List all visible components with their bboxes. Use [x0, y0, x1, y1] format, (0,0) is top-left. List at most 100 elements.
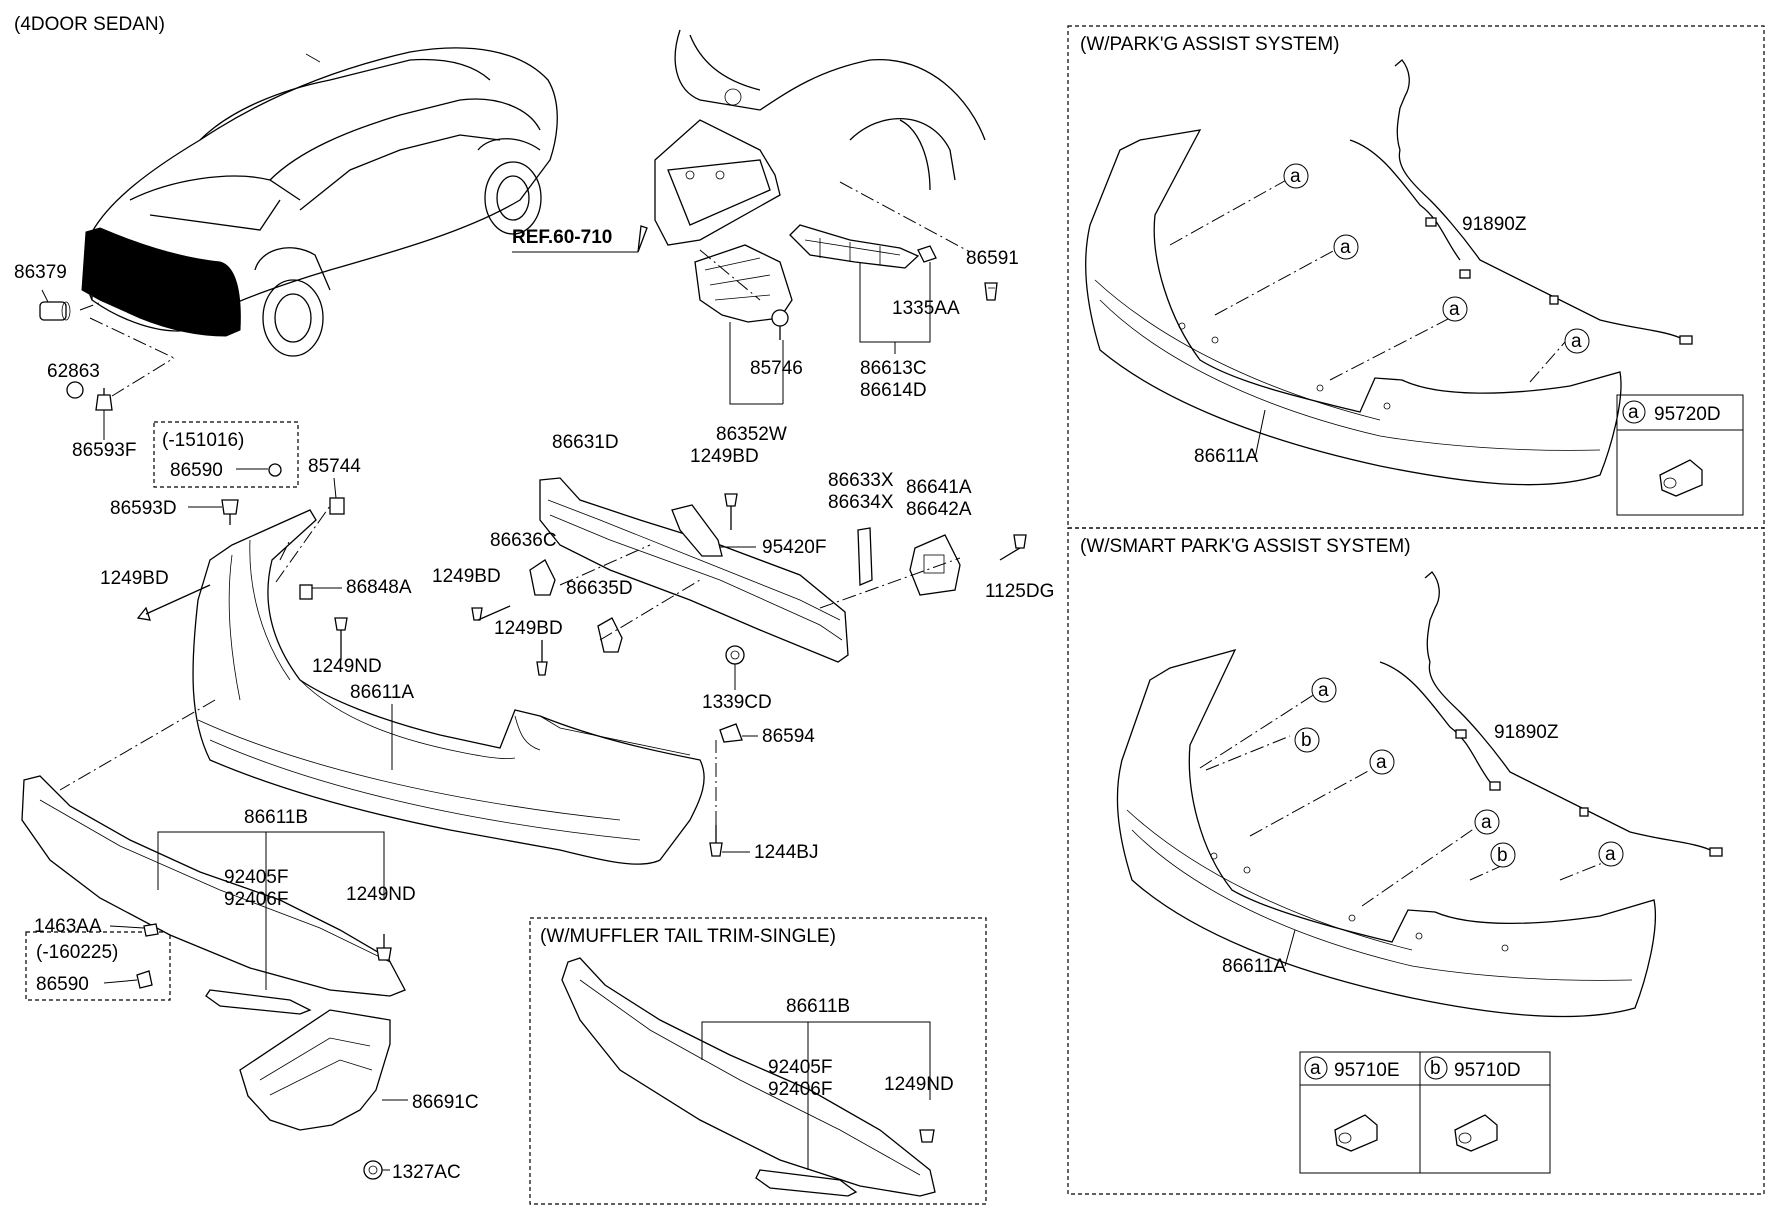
label-92406f-muffler: 92406F: [768, 1079, 832, 1100]
callout-a-park-1-label: a: [1290, 166, 1301, 187]
label-86611b-main: 86611B: [244, 807, 308, 828]
label-92406f-main: 92406F: [224, 889, 288, 910]
label-160225: (-160225): [36, 942, 118, 963]
screw-86593f: [95, 388, 113, 411]
label-1339cd: 1339CD: [702, 692, 772, 713]
callout-a-smart-4-label: a: [1605, 844, 1616, 865]
muffler-panel-frame: [529, 917, 987, 1205]
label-95710e: 95710E: [1334, 1060, 1400, 1081]
label-86611b-muffler: 86611B: [786, 996, 850, 1017]
bumper-highlight: [81, 227, 241, 337]
screw-1249bd-left: [136, 584, 211, 621]
title-4door-sedan: (4DOOR SEDAN): [14, 14, 165, 35]
callout-b-smart-1-label: b: [1301, 730, 1312, 751]
label-95720d: 95720D: [1654, 404, 1721, 425]
reinforcement-beam-86631d: [539, 477, 849, 663]
park-assist-title: (W/PARK'G ASSIST SYSTEM): [1080, 34, 1339, 55]
label-1335aa: 1335AA: [892, 298, 960, 319]
bumper-upper-bracket-86613c: [789, 224, 920, 269]
label-86634x: 86634X: [828, 492, 894, 513]
label-151016: (-151016): [162, 430, 244, 451]
label-1249nd-muffler: 1249ND: [884, 1074, 954, 1095]
callout-a-park-2-label: a: [1340, 237, 1351, 258]
smart-park-assist-bumper: [1116, 648, 1656, 1018]
label-91890z-smart: 91890Z: [1494, 722, 1559, 743]
callout-b-smart-2-label: b: [1497, 845, 1508, 866]
sensor-95710e-icon: [1334, 1114, 1378, 1152]
clip-1335aa: [917, 245, 937, 263]
bracket-95420f: [671, 504, 723, 557]
date-box-160225: [25, 931, 171, 1001]
date-box-151016: [153, 421, 299, 488]
screw-1249bd-top: [724, 493, 738, 530]
label-1249nd-lower: 1249ND: [346, 884, 416, 905]
label-86635d: 86635D: [566, 578, 633, 599]
bracket-86635d: [597, 617, 623, 653]
callout-a-smart-4: [1598, 841, 1624, 867]
callout-b-smart-1: [1294, 727, 1320, 753]
label-92405f-muffler: 92405F: [768, 1057, 832, 1078]
clip-1463aa: [143, 923, 159, 937]
clip-86590-top: [268, 463, 282, 477]
rear-bumper-cover-86611a: [192, 509, 705, 865]
label-85746: 85746: [750, 358, 803, 379]
callout-a-park-2: [1333, 234, 1359, 260]
label-86593d: 86593D: [110, 498, 177, 519]
label-86611a-main: 86611A: [350, 682, 414, 703]
label-62863: 62863: [47, 361, 100, 382]
label-1463aa: 1463AA: [34, 916, 102, 937]
callout-a-park-3-label: a: [1449, 299, 1460, 320]
bracket-86633x: [857, 527, 873, 586]
label-86848a: 86848A: [346, 577, 412, 598]
clip-85746: [771, 309, 789, 340]
sensor-95720d-icon: [1659, 459, 1703, 497]
label-1249bd-mid2: 1249BD: [432, 566, 501, 587]
park-assist-bumper: [1085, 129, 1622, 486]
clip-86593d: [221, 499, 239, 525]
screw-1249nd-lower: [376, 934, 392, 961]
label-86593f: 86593F: [72, 440, 136, 461]
park-assist-panel-frame: [1067, 25, 1765, 529]
sensor-box-callout-a: a: [1628, 402, 1639, 423]
label-86590-bottom: 86590: [36, 974, 89, 995]
sensor-table: [1299, 1051, 1551, 1174]
label-1249nd-left: 1249ND: [312, 656, 382, 677]
callout-a-smart-1-label: a: [1318, 680, 1329, 701]
label-1125dg: 1125DG: [985, 581, 1054, 602]
callout-a-smart-3: [1474, 809, 1500, 835]
label-86611a-smart: 86611A: [1222, 956, 1286, 977]
screw-1249bd-mid2: [536, 640, 548, 676]
label-86590-top: 86590: [170, 460, 223, 481]
sensor-table-callout-a: a: [1310, 1058, 1321, 1079]
label-91890z-park: 91890Z: [1462, 214, 1527, 235]
label-95420f: 95420F: [762, 537, 826, 558]
nut-1327ac: [363, 1160, 383, 1180]
callout-a-smart-2: [1369, 749, 1395, 775]
plug-62863: [66, 381, 84, 399]
muffler-trim-92405f: [755, 1169, 858, 1197]
label-1244bj: 1244BJ: [754, 842, 818, 863]
sensor-box-95720d: [1616, 394, 1744, 516]
callout-a-park-1: [1283, 163, 1309, 189]
muffler-lower-valance: [561, 957, 936, 1197]
label-85744: 85744: [308, 456, 361, 477]
clip-85744: [329, 497, 345, 515]
muffler-screw-1249nd: [919, 1129, 935, 1143]
sedan-car-illustration: [81, 47, 558, 357]
callout-a-park-3: [1442, 296, 1468, 322]
callout-a-park-4-label: a: [1571, 331, 1582, 352]
smart-park-assist-title: (W/SMART PARK'G ASSIST SYSTEM): [1080, 536, 1411, 557]
muffler-title: (W/MUFFLER TAIL TRIM-SINGLE): [540, 926, 836, 947]
callout-a-smart-2-label: a: [1376, 752, 1387, 773]
ref-60-710-label: REF.60-710: [512, 227, 612, 248]
bracket-86636c: [529, 559, 556, 596]
smart-park-assist-wiring-91890z: [1379, 571, 1723, 857]
callout-a-park-4: [1564, 328, 1590, 354]
lower-valance-86611b: [21, 775, 406, 997]
label-86636c: 86636C: [490, 530, 557, 551]
clip-86594: [719, 723, 743, 743]
callout-b-smart-2: [1490, 842, 1516, 868]
label-86591: 86591: [966, 248, 1019, 269]
bracket-86641a: [909, 534, 961, 596]
